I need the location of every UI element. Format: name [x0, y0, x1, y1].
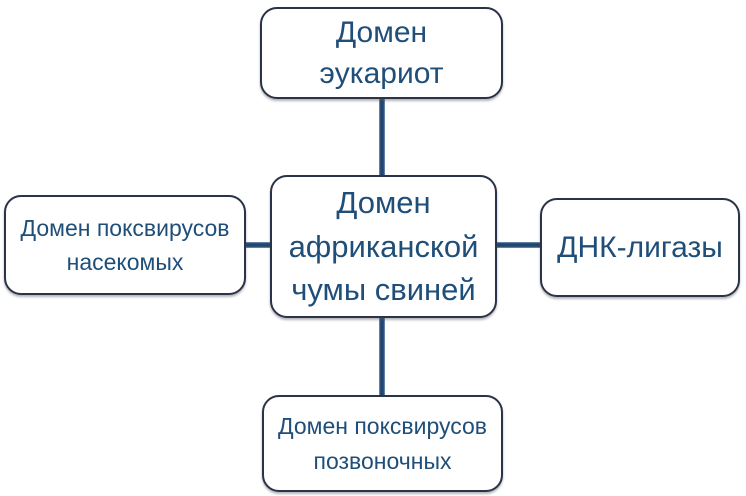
node-domain-vertebrate-poxviruses: Домен поксвирусов позвоночных	[262, 395, 503, 492]
connector-center-to-top	[379, 97, 385, 177]
node-domain-african-swine-fever: Домен африканской чумы свиней	[270, 175, 497, 318]
node-domain-african-swine-fever-label: Домен африканской чумы свиней	[288, 185, 479, 308]
connector-center-to-bottom	[379, 316, 385, 397]
connector-center-to-right	[495, 242, 542, 248]
node-dna-ligases: ДНК-лигазы	[540, 198, 740, 297]
node-domain-insect-poxviruses-label: Домен поксвирусов насекомых	[20, 214, 230, 276]
node-domain-eukaryotes: Домен эукариот	[260, 7, 503, 99]
connector-center-to-left	[244, 242, 272, 248]
node-domain-insect-poxviruses: Домен поксвирусов насекомых	[4, 195, 246, 295]
node-dna-ligases-label: ДНК-лигазы	[557, 231, 723, 264]
node-domain-eukaryotes-label: Домен эукариот	[319, 15, 444, 90]
node-domain-vertebrate-poxviruses-label: Домен поксвирусов позвоночных	[278, 413, 487, 474]
